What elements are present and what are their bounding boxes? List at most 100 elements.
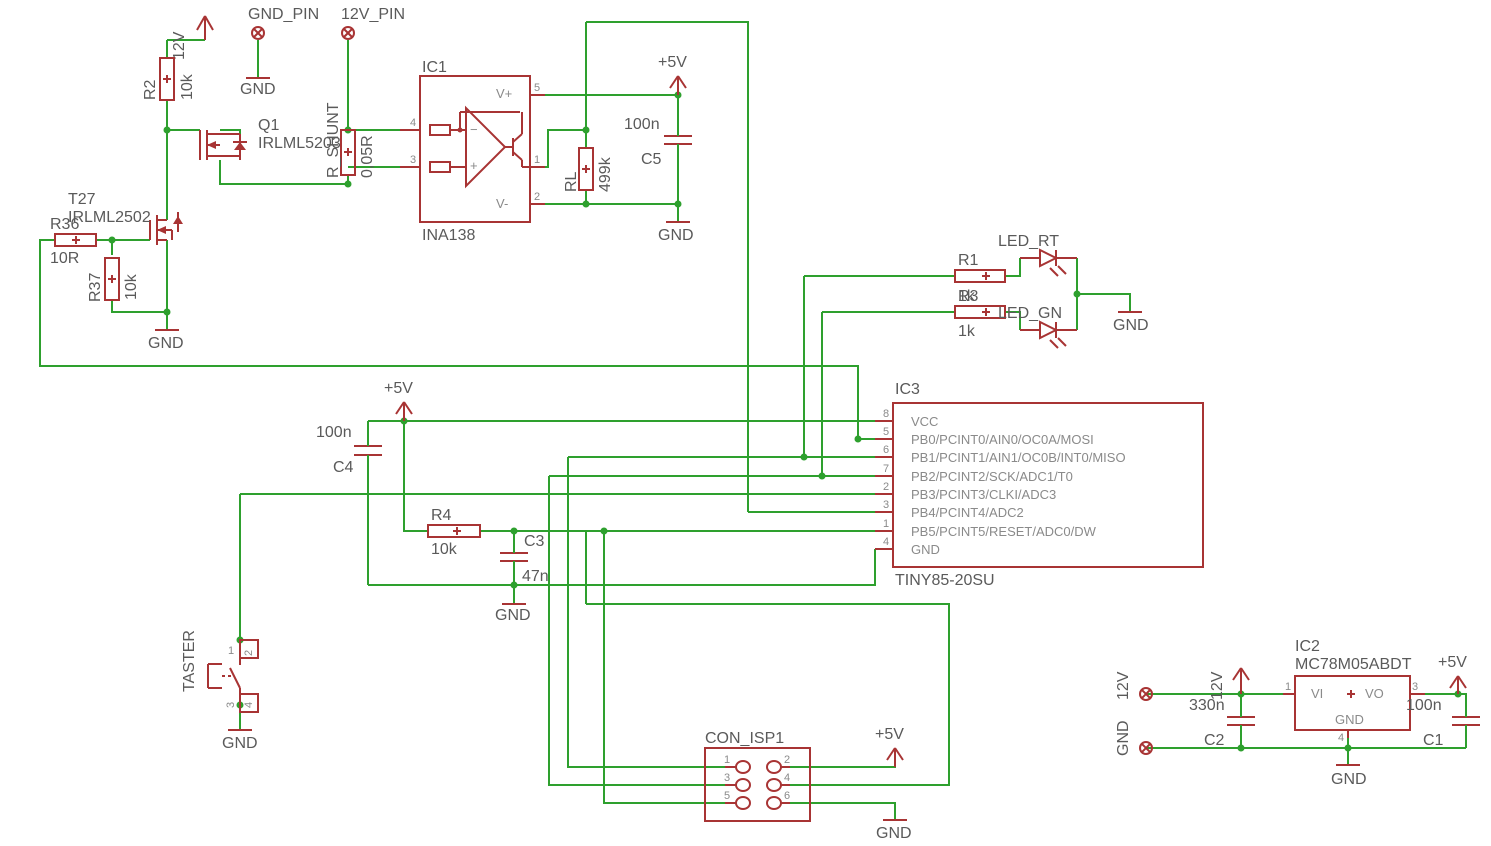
led-rt-label: LED_RT	[998, 233, 1059, 250]
c2-label: C2	[1204, 732, 1225, 749]
junction	[1237, 744, 1245, 752]
junction	[163, 126, 171, 134]
gnd-symbol-led: GND	[1113, 311, 1149, 334]
r1-label: R1	[958, 252, 979, 269]
ic3-pin-num: 5	[883, 426, 889, 438]
r4-value: 10k	[431, 541, 458, 558]
c1-value: 100n	[1406, 697, 1442, 714]
capacitor-c3[interactable]: C3 47n	[500, 533, 549, 585]
ic3-pin-num: 6	[883, 444, 889, 456]
switch-taster[interactable]: 1 2 3 4 TASTER	[181, 630, 259, 713]
c2-value: 330n	[1189, 697, 1225, 714]
taster-pin-4: 4	[243, 702, 255, 708]
resistor-r3[interactable]: R3 1k 1k	[954, 288, 1006, 340]
ic2-pin-4: 4	[1338, 732, 1344, 744]
v12-pin[interactable]: 12V_PIN	[341, 6, 405, 40]
t27-label: T27	[68, 191, 96, 208]
gnd-label: GND	[240, 81, 276, 98]
gnd-label: GND	[222, 735, 258, 752]
svg-text:−: −	[470, 122, 478, 137]
junction	[1073, 290, 1081, 298]
ic3-pin-num: 1	[883, 518, 889, 530]
junction	[582, 126, 590, 134]
resistor-r1[interactable]: R1	[954, 252, 1006, 283]
rl-label: RL	[563, 171, 580, 192]
connector-isp[interactable]: CON_ISP1 1 2 3 4 5 6	[704, 730, 811, 822]
taster-pin-2: 2	[243, 650, 255, 656]
gnd-symbol-isp: GND	[876, 819, 912, 842]
junction	[600, 527, 608, 535]
pin-12v[interactable]: 12V	[1115, 671, 1153, 701]
supply-12v-label: 12V	[1209, 671, 1226, 700]
supply-5v-label: +5V	[658, 54, 687, 71]
capacitor-c4[interactable]: 100n C4	[316, 424, 382, 476]
ic2-label: IC2	[1295, 638, 1320, 655]
c3-value: 47n	[522, 568, 549, 585]
c1-label: C1	[1423, 732, 1444, 749]
r-shunt-value: 0,05R	[359, 135, 376, 178]
ic2-vi: VI	[1311, 686, 1323, 701]
supply-12v-label: 12V	[171, 31, 188, 60]
led-gn-label: LED_GN	[998, 305, 1062, 322]
mosfet-q1[interactable]: Q1 IRLML5203	[199, 117, 341, 160]
junction	[800, 453, 808, 461]
isp-pin-5: 5	[724, 790, 730, 802]
ic1-value: INA138	[422, 227, 475, 244]
gnd-pin-label: GND_PIN	[248, 6, 319, 23]
ic1-pin-4: 4	[410, 117, 416, 129]
ic3-pin-name: VCC	[911, 414, 938, 429]
led-rt[interactable]: LED_RT	[998, 233, 1077, 277]
gnd-pin[interactable]: GND_PIN GND	[240, 6, 319, 98]
gnd-symbol-reg: GND	[1331, 764, 1367, 788]
ic2-pin-1: 1	[1285, 681, 1291, 693]
ic1-ina138[interactable]: IC1 INA138 V+ V- 4 3 5 1 2 − +	[400, 59, 545, 244]
r1-value: 1k	[958, 288, 976, 305]
junction	[510, 527, 518, 535]
wires	[39, 21, 1467, 820]
resistor-rl[interactable]: RL 499k	[563, 147, 614, 192]
taster-label: TASTER	[181, 630, 198, 692]
c3-label: C3	[524, 533, 545, 550]
led-gn[interactable]: LED_GN	[998, 305, 1077, 349]
resistor-r36[interactable]: R36 10R	[50, 216, 97, 267]
capacitor-c1[interactable]: 100n C1	[1406, 697, 1480, 749]
r3-value: 1k	[958, 323, 976, 340]
taster-pin-1: 1	[228, 645, 234, 657]
isp-pin-1: 1	[724, 754, 730, 766]
svg-text:+: +	[470, 158, 478, 173]
r36-label: R36	[50, 216, 79, 233]
gnd-label: GND	[658, 227, 694, 244]
taster-pin-3: 3	[225, 702, 237, 708]
supply-5v-mid: +5V	[384, 380, 413, 421]
capacitor-c2[interactable]: 330n C2	[1189, 697, 1255, 749]
c5-label: C5	[641, 151, 662, 168]
pin-gnd[interactable]: GND	[1115, 720, 1153, 756]
resistor-r4[interactable]: R4 10k	[427, 507, 481, 558]
resistor-r-shunt[interactable]: R_SHUNT 0,05R	[325, 102, 376, 178]
c4-label: C4	[333, 459, 354, 476]
ic1-pin-1: 1	[534, 154, 540, 166]
ic1-vplus: V+	[496, 86, 512, 101]
resistor-r37[interactable]: R37 10k	[87, 257, 140, 302]
r4-label: R4	[431, 507, 452, 524]
ic2-regulator[interactable]: IC2 MC78M05ABDT VI VO GND 1 3 4	[1283, 638, 1425, 744]
gnd-label: GND	[148, 335, 184, 352]
gnd-label: GND	[495, 607, 531, 624]
ic3-pin-num: 3	[883, 499, 889, 511]
mosfet-t27[interactable]: T27 IRLML2502	[68, 191, 183, 245]
capacitor-c5[interactable]: 100n C5	[624, 116, 692, 168]
ic3-pin-num: 8	[883, 408, 889, 420]
resistor-r2[interactable]: R2 10k	[142, 57, 196, 101]
ic2-pin-3: 3	[1412, 681, 1418, 693]
supply-12v-reg: 12V	[1209, 667, 1250, 700]
pin-gnd-label: GND	[1115, 720, 1132, 756]
isp-label: CON_ISP1	[705, 730, 784, 747]
ic3-pin-num: 2	[883, 481, 889, 493]
supply-5v-label: +5V	[384, 380, 413, 397]
